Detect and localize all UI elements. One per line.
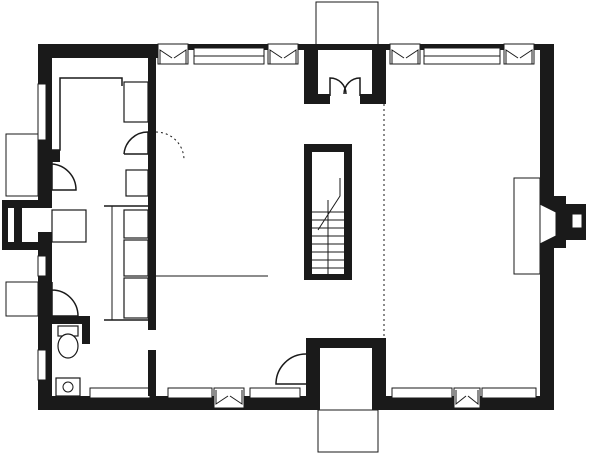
bath-wall-north: [38, 316, 82, 324]
window-casement-s1: [213, 387, 245, 409]
window-casement-n3: [389, 43, 421, 65]
west-service-wing: [2, 200, 52, 250]
north-door-right: [343, 77, 361, 96]
window-casement-n1: [157, 43, 189, 65]
stair-direction-line: [317, 178, 341, 231]
wing-wall-bottom: [2, 242, 52, 250]
window-fixed-s2: [167, 387, 213, 399]
kitchen-door: [123, 131, 149, 155]
hearth: [513, 177, 541, 275]
vestibule-south-west: [306, 338, 320, 410]
window-west-1: [37, 83, 47, 141]
stair-hall: [304, 144, 352, 280]
north-wall-west: [38, 44, 158, 58]
west-porch-south: [5, 281, 39, 317]
north-door-left: [329, 77, 347, 96]
wing-wall-inner: [14, 200, 22, 250]
window-west-3: [37, 349, 47, 381]
kitchen: [5, 50, 185, 344]
window-casement-n2: [267, 43, 299, 65]
south-entry-door: [275, 353, 307, 385]
wing-wall-top: [2, 200, 52, 208]
wing-wall-outer: [2, 200, 8, 250]
kitchen-counter-unit: [123, 81, 149, 123]
west-windows: [37, 83, 47, 381]
kitchen-table: [51, 209, 87, 243]
vestibule-south-east: [372, 338, 386, 410]
west-porch-north: [5, 133, 39, 197]
west-door-south: [51, 282, 79, 317]
window-west-2: [37, 255, 47, 277]
north-wall-east: [380, 44, 552, 50]
stair-treads: [312, 178, 344, 274]
kitchen-appliance-1: [125, 169, 149, 197]
kitchen-partition: [148, 50, 156, 330]
vestibule-wall-east: [372, 44, 386, 104]
west-door-north: [51, 160, 77, 191]
vestibule-south-top: [306, 338, 386, 348]
stair-wall-east: [344, 144, 352, 280]
kitchen-appliance-3: [123, 239, 149, 277]
window-fixed-s3: [249, 387, 301, 399]
north-windows: [157, 43, 535, 65]
window-fixed-s1: [89, 387, 151, 399]
window-casement-s2: [453, 387, 481, 409]
south-windows: [89, 387, 537, 409]
kitchen-appliance-2: [123, 209, 149, 239]
kitchen-appliance-4: [123, 277, 149, 319]
room-division: [156, 104, 385, 411]
fireplace: [513, 177, 586, 275]
north-porch: [315, 1, 379, 47]
window-fixed-s5: [481, 387, 537, 399]
south-porch: [317, 409, 379, 453]
entry-vestibule-north: [304, 1, 386, 104]
stair-wall-west: [304, 144, 312, 280]
bathroom: [55, 325, 156, 397]
window-fixed-s4: [391, 387, 453, 399]
vestibule-wall-west: [304, 44, 318, 104]
toilet-bowl: [57, 333, 79, 359]
entry-vestibule-south: [275, 338, 386, 453]
bath-partition-east: [148, 350, 156, 396]
sink: [55, 377, 81, 397]
window-casement-n4: [503, 43, 535, 65]
